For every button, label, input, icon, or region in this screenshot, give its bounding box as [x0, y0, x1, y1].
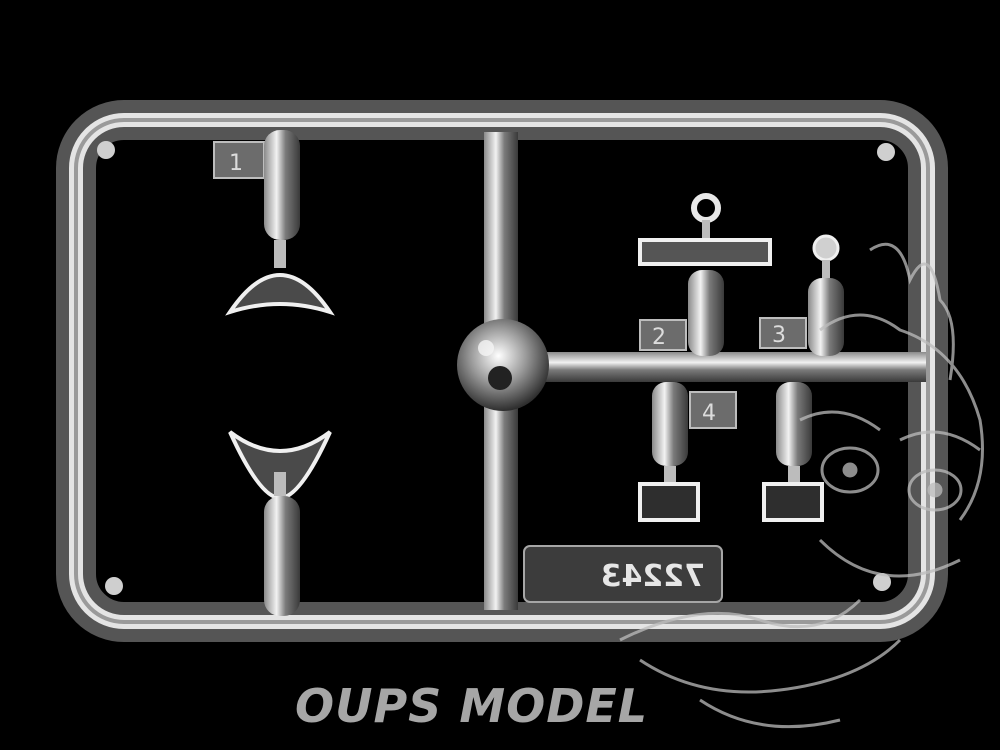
part-number-3: 3: [772, 323, 786, 348]
part-number-4: 4: [702, 401, 716, 426]
part-4-left-lens: [638, 382, 700, 522]
part-tag-4: 4: [689, 391, 737, 429]
part-1-lower-lens: [228, 430, 332, 616]
sprue-frame: [56, 100, 948, 642]
part-number-2: 2: [652, 325, 666, 350]
part-tag-1: 1: [213, 141, 265, 179]
frame-corner-gates: [97, 141, 895, 595]
part-3: 3: [759, 234, 844, 356]
part-number-1: 1: [229, 151, 243, 176]
sprue-hub: [457, 319, 549, 411]
mascot-watermark: [619, 242, 984, 729]
watermark-text: OUPS MODEL: [295, 679, 649, 733]
part-2: 2: [638, 193, 772, 356]
part-4-right-lens: [762, 382, 824, 522]
mold-code: 72243: [601, 559, 705, 594]
mold-code-plate: 72243: [523, 545, 723, 603]
part-1-upper-lens: [225, 130, 335, 316]
right-runner: [540, 352, 926, 382]
